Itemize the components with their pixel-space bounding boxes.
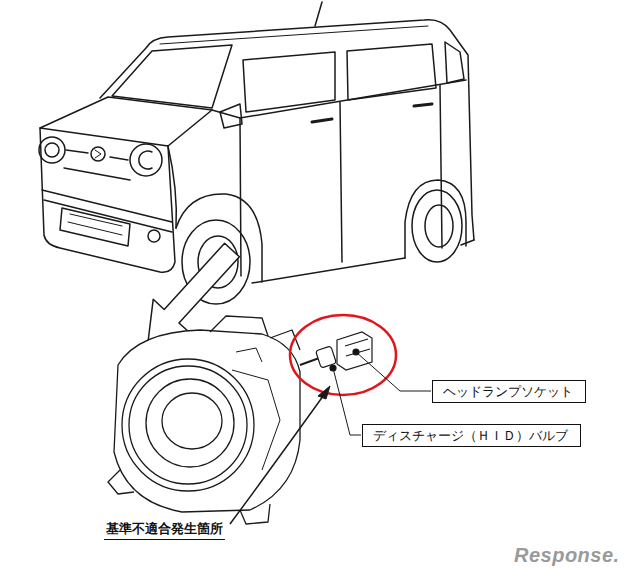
label-box: ヘッドランプソケット (432, 380, 586, 403)
label-box: ディスチャージ（ＨＩＤ）バルブ (362, 424, 581, 447)
car-drawing (39, 2, 474, 304)
part-name: ヘッドランプソケット (443, 383, 575, 400)
highlight-ellipse (290, 315, 396, 395)
part-name: ディスチャージ（ＨＩＤ）バルブ (373, 427, 570, 444)
callout-label: 基準不適合発生箇所 (104, 520, 225, 540)
watermark: Response. (514, 544, 620, 567)
headlamp-drawing (108, 316, 300, 524)
pointer-arrow (148, 243, 239, 342)
bulb-socket-drawing (300, 332, 372, 371)
